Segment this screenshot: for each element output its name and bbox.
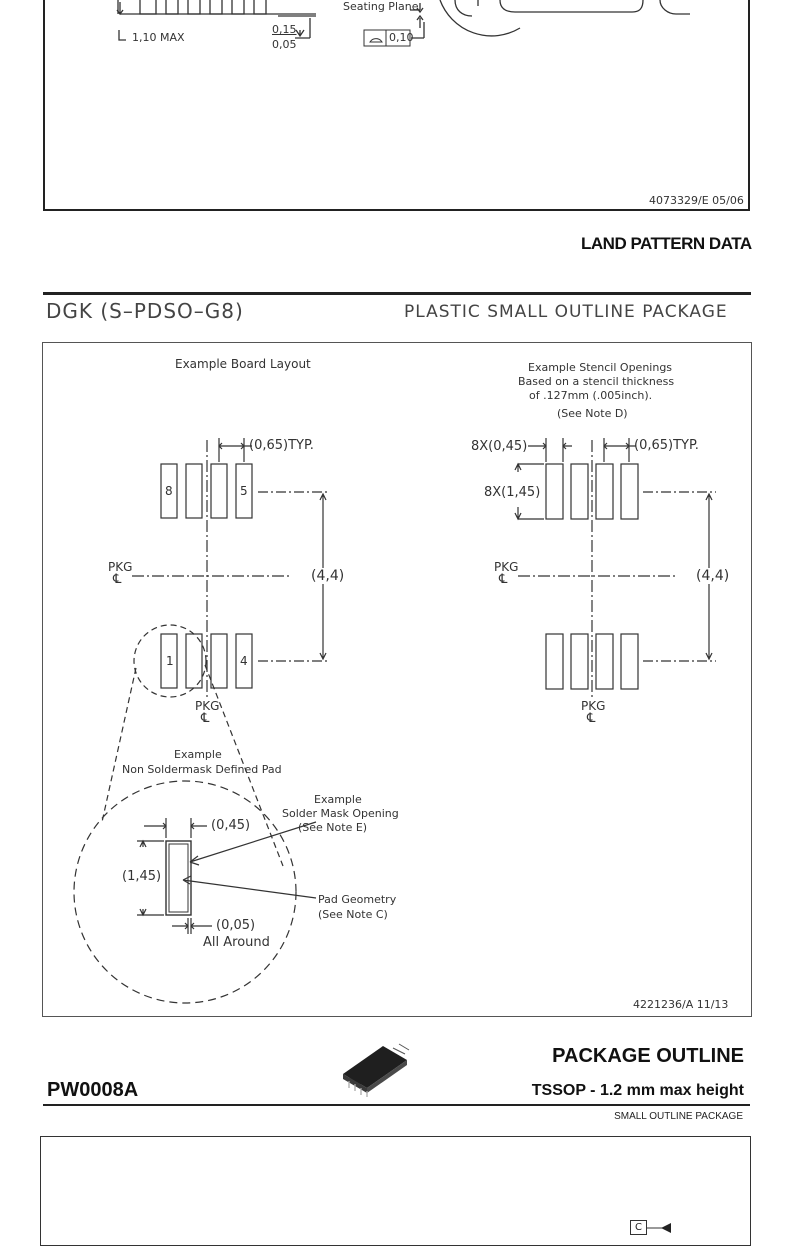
flatness-value: 0,10	[389, 31, 414, 44]
stencil-opening-8	[545, 463, 564, 520]
stencil-pkg-bottom: PKG	[581, 699, 606, 713]
pad-length-dim: (1,45)	[122, 869, 162, 884]
stencil-opening-1	[545, 633, 564, 690]
pad-5	[235, 463, 253, 519]
outline-subtitle: TSSOP - 1.2 mm max height	[531, 1082, 744, 1099]
seating-plane-label: Seating Plane	[343, 0, 419, 13]
outline-category: SMALL OUTLINE PACKAGE	[614, 1111, 743, 1122]
board-pitch-dim: (0,65)TYP.	[249, 438, 314, 453]
dim-standoff-bottom: 0,05	[272, 38, 297, 51]
stencil-note: (See Note D)	[557, 407, 628, 420]
package-type: PLASTIC SMALL OUTLINE PACKAGE	[404, 302, 728, 322]
stencil-pitch-dim: (0,65)TYP.	[634, 438, 699, 453]
header-rule	[43, 292, 751, 295]
stencil-opening-7	[570, 463, 589, 520]
pad-detail-opening	[165, 840, 192, 916]
geom-label-2: (See Note C)	[318, 908, 388, 921]
package-code: DGK (S–PDSO–G8)	[46, 299, 244, 323]
pin-4-label: 4	[240, 654, 248, 668]
stencil-pkg-left: PKG	[494, 560, 519, 574]
datum-c-label: C	[635, 1222, 642, 1233]
board-cl-left: ℄	[113, 572, 122, 587]
land-drawing-number: 4221236/A 11/13	[633, 998, 729, 1011]
stencil-title-1: Example Stencil Openings	[528, 361, 673, 374]
pad-7	[185, 463, 203, 519]
pad-detail-title-2: Non Soldermask Defined Pad	[122, 763, 282, 776]
top-drawing-number: 4073329/E 05/06	[649, 194, 744, 207]
outline-part-number: PW0008A	[47, 1079, 139, 1101]
pad-3	[210, 633, 228, 689]
stencil-opening-5	[620, 463, 639, 520]
board-pkg-left: PKG	[108, 560, 133, 574]
pad-detail-geometry	[168, 843, 189, 913]
stencil-width-dim: 8X(0,45)	[471, 439, 528, 454]
geom-label-1: Pad Geometry	[318, 893, 397, 906]
pad-2	[185, 633, 203, 689]
mask-label-1: Example	[314, 793, 362, 806]
pin-5-label: 5	[240, 484, 248, 498]
pad-width-dim: (0,45)	[211, 818, 251, 833]
stencil-cl-bottom: ℄	[587, 711, 596, 726]
stencil-span-dim: (4,4)	[696, 568, 730, 584]
datum-arrow-icon	[647, 1223, 671, 1233]
stencil-cl-left: ℄	[499, 572, 508, 587]
pad-1	[160, 633, 178, 689]
stencil-opening-3	[595, 633, 614, 690]
stencil-length-dim: 8X(1,45)	[484, 485, 541, 500]
pad-6	[210, 463, 228, 519]
pin-8-label: 8	[165, 484, 173, 498]
clearance-note: All Around	[203, 935, 270, 950]
pad-detail-title-1: Example	[174, 748, 222, 761]
stencil-opening-4	[620, 633, 639, 690]
dim-height-max: 1,10 MAX	[132, 31, 185, 44]
pad-8	[160, 463, 178, 519]
package-3d-icon	[343, 1043, 410, 1097]
board-pkg-bottom: PKG	[195, 699, 220, 713]
top-drawing-frame	[43, 0, 750, 211]
pin-leads	[116, 0, 690, 41]
stencil-title-3: of .127mm (.005inch).	[529, 389, 653, 402]
mask-label-2: Solder Mask Opening	[282, 807, 399, 820]
outline-rule	[43, 1104, 750, 1106]
stencil-opening-6	[595, 463, 614, 520]
board-layout-title: Example Board Layout	[175, 357, 311, 371]
outline-title: PACKAGE OUTLINE	[552, 1045, 744, 1067]
pin-1-label: 1	[166, 654, 174, 668]
stencil-opening-2	[570, 633, 589, 690]
flatness-frame	[363, 29, 411, 47]
dim-standoff-top: 0,15	[272, 23, 297, 36]
land-pattern-heading: LAND PATTERN DATA	[581, 234, 752, 253]
board-cl-bottom: ℄	[201, 711, 210, 726]
stencil-title-2: Based on a stencil thickness	[518, 375, 675, 388]
flatness-icon	[369, 38, 383, 43]
clearance-dim: (0,05)	[216, 918, 256, 933]
board-span-dim: (4,4)	[311, 568, 345, 584]
land-pattern-frame	[42, 342, 752, 1017]
mask-label-3: (See Note E)	[298, 821, 368, 834]
pad-4	[235, 633, 253, 689]
